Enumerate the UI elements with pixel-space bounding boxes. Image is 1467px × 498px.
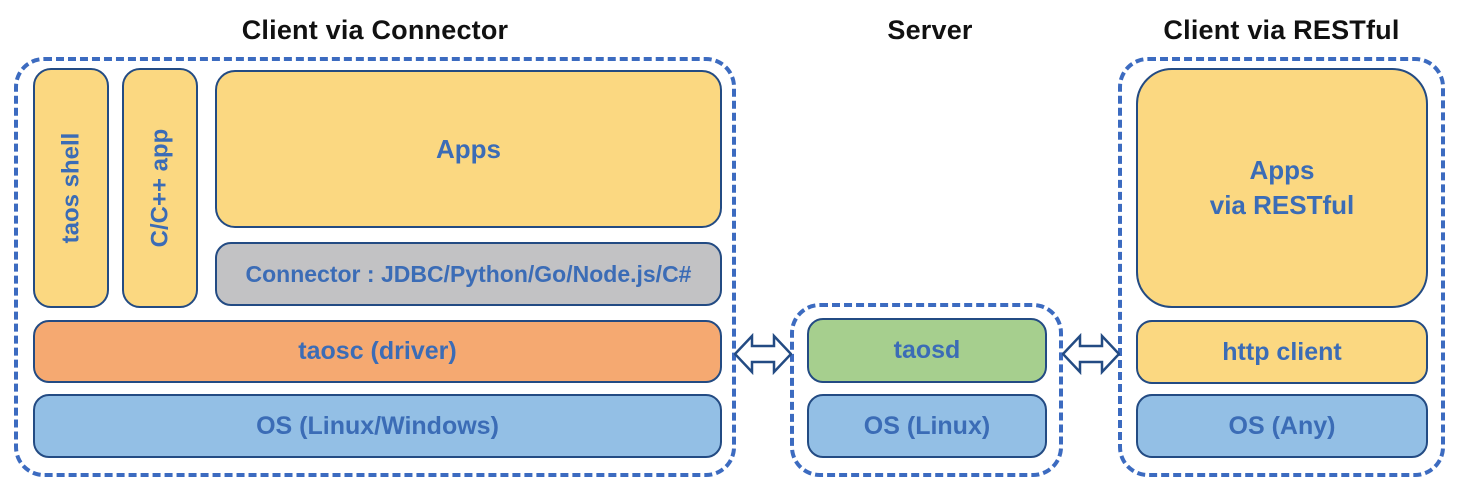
taosd-box: taosd <box>807 318 1047 383</box>
taosd-label: taosd <box>893 336 961 364</box>
http-client-box: http client <box>1136 320 1428 384</box>
apps-via-restful-label-line1: Apps <box>1249 154 1315 185</box>
apps-via-restful-label-line2: via RESTful <box>1209 190 1355 220</box>
os-linux-box: OS (Linux) <box>807 394 1047 458</box>
taos-shell-box: taos shell <box>33 68 109 308</box>
client-restful-container <box>1118 57 1445 477</box>
os-linux-windows-label: OS (Linux/Windows) <box>256 411 499 440</box>
cpp-app-label: C/C++ app <box>146 128 174 248</box>
title-client-via-connector: Client via Connector <box>241 15 509 45</box>
apps-via-restful-box: Apps via RESTful <box>1136 68 1428 308</box>
connector-box: Connector : JDBC/Python/Go/Node.js/C# <box>215 242 722 306</box>
client-connector-container <box>14 57 736 477</box>
cpp-app-box: C/C++ app <box>122 68 198 308</box>
os-any-box: OS (Any) <box>1136 394 1428 458</box>
connector-label: Connector : JDBC/Python/Go/Node.js/C# <box>245 260 692 287</box>
http-client-label: http client <box>1222 337 1342 366</box>
server-container <box>790 303 1063 477</box>
bidirectional-arrow-icon-right <box>1062 332 1120 376</box>
os-linux-label: OS (Linux) <box>863 411 991 440</box>
apps-box: Apps <box>215 70 722 228</box>
os-linux-windows-box: OS (Linux/Windows) <box>33 394 722 458</box>
taosc-driver-label: taosc (driver) <box>298 337 457 365</box>
apps-label: Apps <box>436 133 501 164</box>
taosc-driver-box: taosc (driver) <box>33 320 722 383</box>
title-client-via-restful: Client via RESTful <box>1163 15 1400 45</box>
title-server: Server <box>887 15 973 45</box>
os-any-label: OS (Any) <box>1228 411 1336 440</box>
taos-shell-label: taos shell <box>57 132 84 244</box>
bidirectional-arrow-icon-left <box>734 332 792 376</box>
